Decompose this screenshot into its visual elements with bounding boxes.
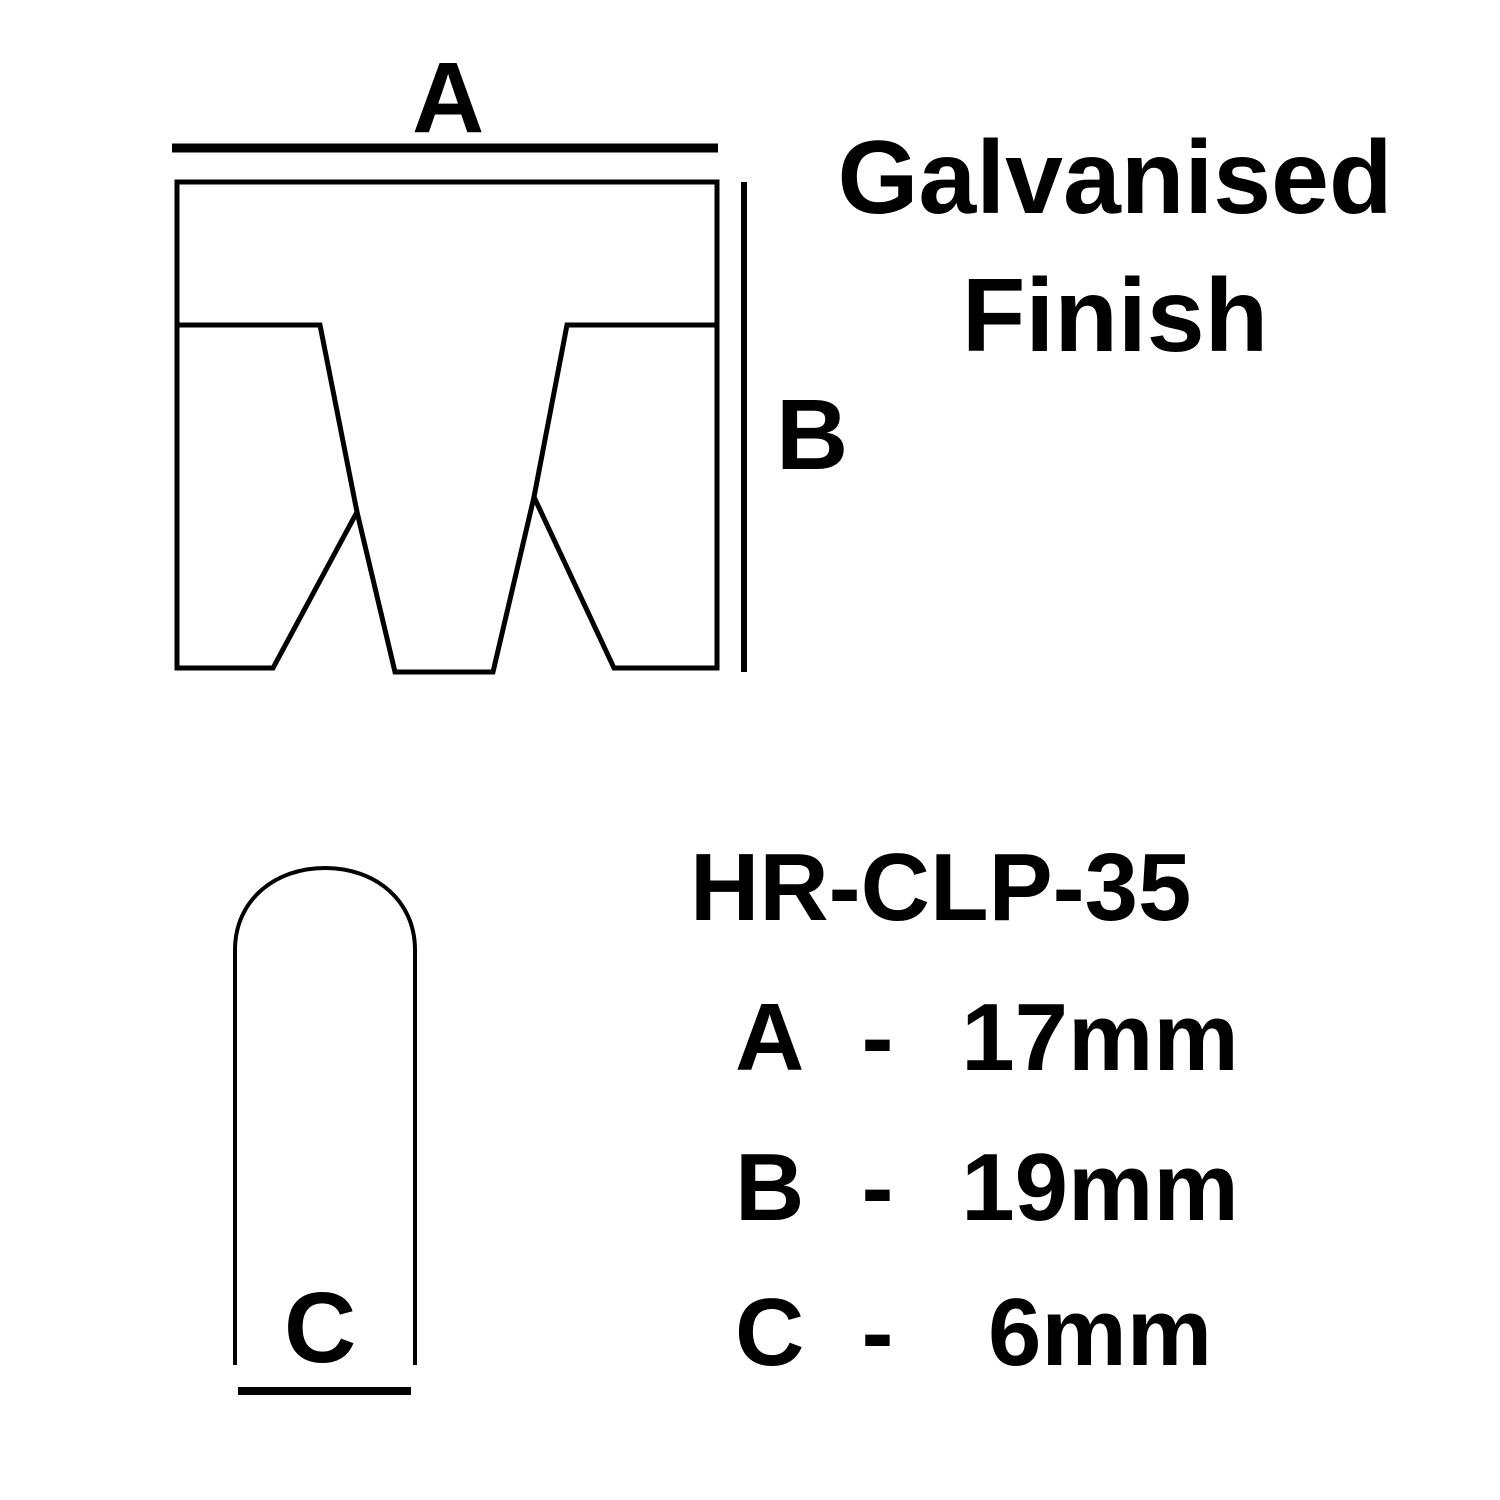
model-number: HR-CLP-35 — [690, 834, 1192, 941]
spec-dash: - — [861, 984, 894, 1091]
clip-slot-left — [177, 322, 360, 513]
finish-line-1: Galvanised — [837, 120, 1393, 236]
spec-row-a: A-17mm — [735, 990, 1275, 1086]
spec-row-c: C-6mm — [735, 1285, 1275, 1381]
dimension-label-c: C — [284, 1272, 357, 1384]
dimension-label-a: A — [412, 42, 485, 154]
clip-slot-right — [531, 322, 717, 498]
dimension-label-b: B — [776, 379, 849, 491]
spec-row-b: B-19mm — [735, 1140, 1275, 1236]
spec-key: C — [735, 1279, 805, 1386]
spec-dash: - — [861, 1134, 894, 1241]
clip-front-view — [174, 179, 720, 675]
finish-line-2: Finish — [961, 258, 1269, 374]
clip-front-outline — [174, 179, 720, 675]
spec-value: 6mm — [987, 1279, 1213, 1386]
spec-key: A — [735, 984, 805, 1091]
spec-dash: - — [861, 1279, 894, 1386]
spec-value: 19mm — [961, 1134, 1239, 1241]
spec-value: 17mm — [961, 984, 1239, 1091]
spec-key: B — [735, 1134, 805, 1241]
clip-side-view — [233, 865, 417, 1365]
